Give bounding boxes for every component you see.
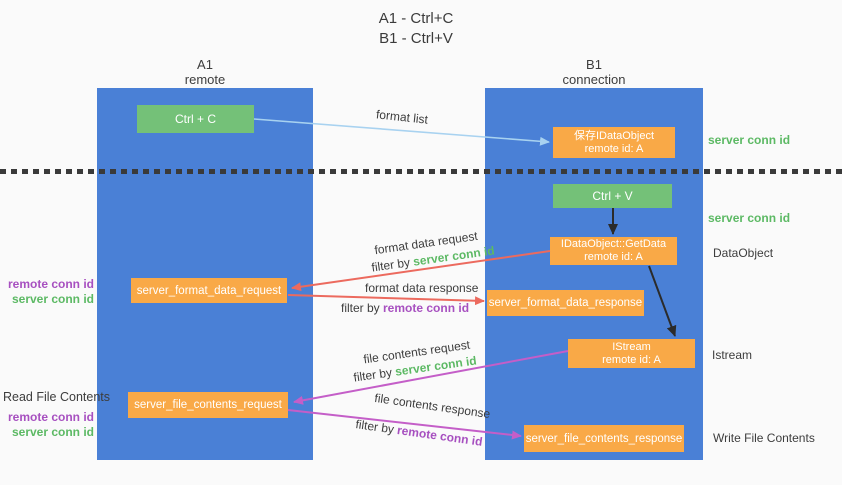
diagram-title: A1 - Ctrl+C B1 - Ctrl+V	[331, 9, 501, 49]
node-server-file-contents-response: server_file_contents_response	[524, 425, 684, 452]
remote-conn-id-text: remote conn id	[383, 301, 470, 315]
filter-by-text: filter by	[354, 417, 399, 437]
node-ctrl-v: Ctrl + V	[553, 184, 672, 208]
node-server-format-data-response: server_format_data_response	[487, 290, 644, 316]
node-getdata-line1: IDataObject::GetData	[560, 238, 667, 250]
label-filter-by-remote-1: filter by remote conn id	[341, 301, 469, 315]
label-format-data-response: format data response	[365, 281, 479, 295]
filter-by-text: filter by	[352, 364, 397, 385]
node-save-idataobject-line2: remote id: A	[584, 142, 644, 155]
label-read-file-contents: Read File Contents	[3, 390, 111, 404]
label-format-list: format list	[375, 107, 429, 127]
node-save-idataobject: 保存IDataObject remote id: A	[553, 127, 675, 158]
remote-conn-id-text: remote conn id	[396, 423, 484, 449]
label-remote-conn-id-left-1: remote conn id	[7, 277, 94, 291]
lane-a1-role: remote	[184, 72, 226, 87]
label-dataobject: DataObject	[713, 246, 774, 260]
title-line-1: A1 - Ctrl+C	[378, 10, 454, 27]
label-server-conn-id-left-1: server conn id	[11, 292, 94, 306]
node-getdata-line2: remote id: A	[584, 251, 643, 263]
lane-b1-header: B1 connection	[485, 57, 703, 87]
node-server-file-contents-request: server_file_contents_request	[128, 392, 288, 418]
filter-by-text: filter by	[370, 254, 415, 275]
label-conn-ids-left-top: remote conn id server conn id	[0, 277, 94, 307]
node-ctrl-c: Ctrl + C	[137, 105, 254, 133]
filter-by-text: filter by	[341, 301, 384, 315]
node-server-format-data-request: server_format_data_request	[131, 278, 287, 303]
label-file-contents-response: file contents response	[373, 390, 492, 422]
label-server-conn-id-left-2: server conn id	[11, 425, 94, 439]
lane-b1-role: connection	[562, 72, 626, 87]
label-filter-by-remote-2: filter by remote conn id	[355, 417, 484, 449]
lane-a1-header: A1 remote	[97, 57, 313, 87]
label-remote-conn-id-left-2: remote conn id	[7, 410, 94, 424]
node-getdata: IDataObject::GetData remote id: A	[550, 237, 677, 265]
title-line-2: B1 - Ctrl+V	[379, 30, 453, 47]
session-divider	[0, 169, 842, 174]
label-conn-ids-left-bottom: remote conn id server conn id	[0, 410, 94, 440]
label-istream: Istream	[712, 348, 753, 362]
node-istream: IStream remote id: A	[568, 339, 695, 368]
lane-b1-name: B1	[586, 57, 602, 72]
node-istream-line1: IStream	[612, 340, 651, 353]
label-server-conn-id-top: server conn id	[708, 133, 791, 147]
node-save-idataobject-line1: 保存IDataObject	[573, 129, 655, 142]
label-server-conn-id-mid: server conn id	[708, 211, 791, 225]
lane-a1-name: A1	[197, 57, 213, 72]
label-write-file-contents: Write File Contents	[713, 431, 815, 445]
node-istream-line2: remote id: A	[602, 353, 661, 366]
